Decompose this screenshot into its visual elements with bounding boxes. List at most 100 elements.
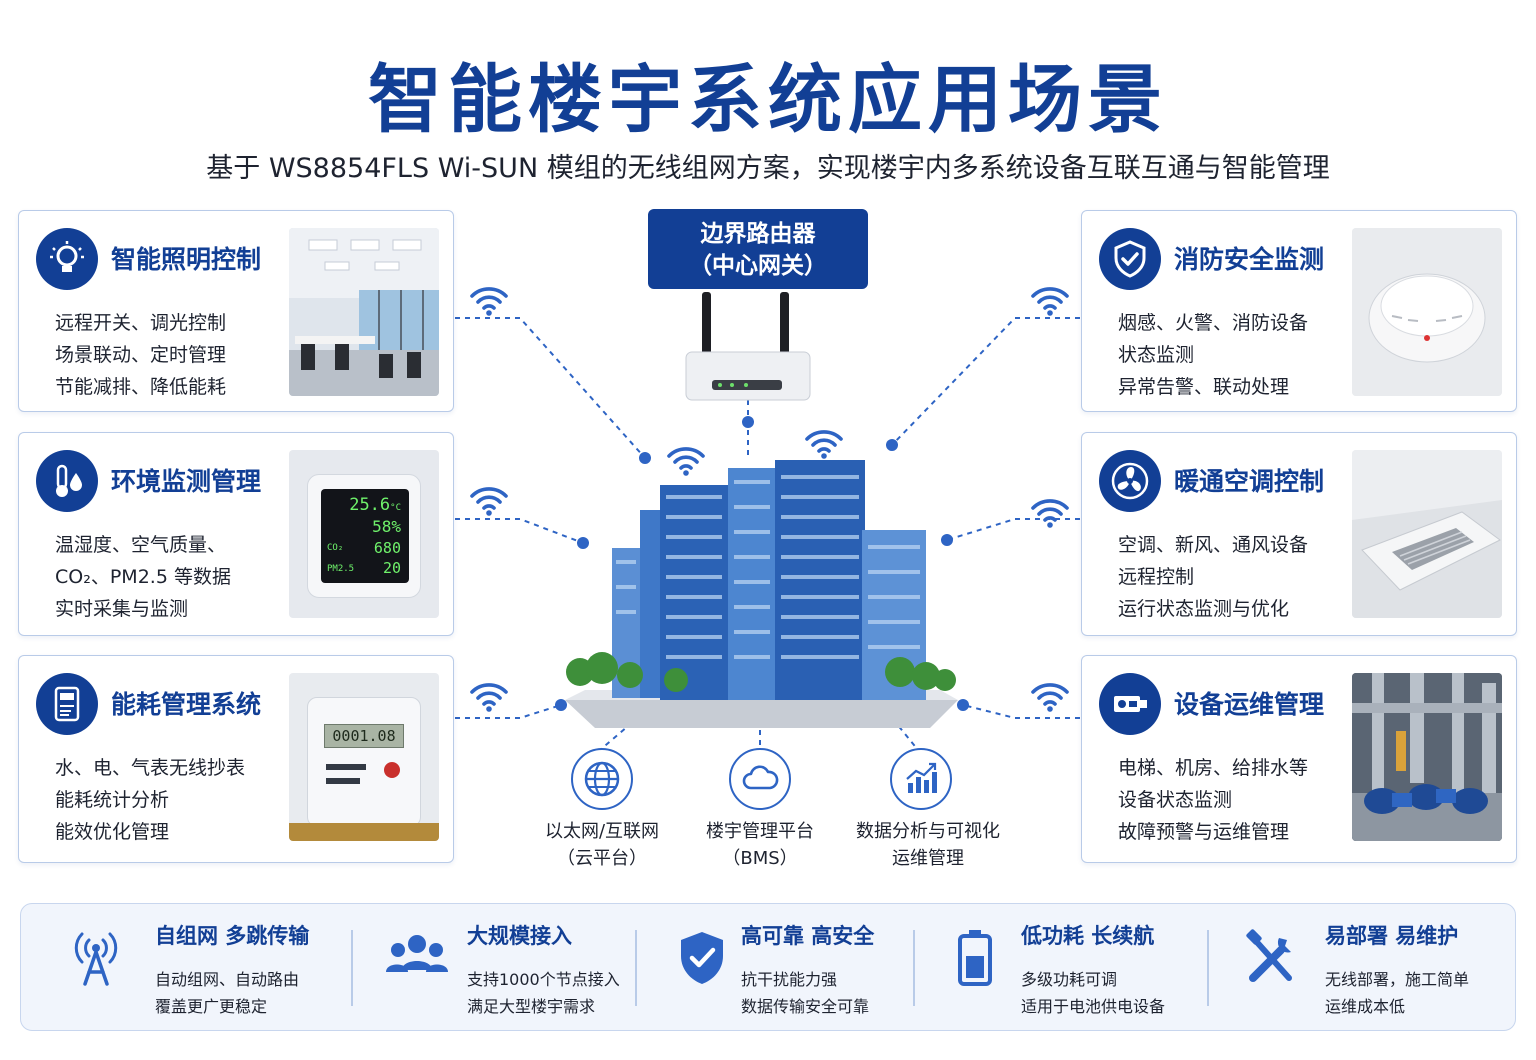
card-title: 环境监测管理 — [111, 467, 262, 496]
shield-check-icon — [1099, 228, 1161, 290]
card-line: 能耗统计分析 — [55, 789, 170, 811]
feature-easy-deploy: 易部署 易维护 无线部署，施工简单 运维成本低 — [1209, 904, 1515, 1032]
feature-divider — [1207, 930, 1209, 1006]
sensor-co2: 680 — [373, 539, 401, 557]
card-line: 状态监测 — [1118, 344, 1195, 366]
card-smart-lighting: 智能照明控制 远程开关、调光控制 场景联动、定时管理 节能减排、降低能耗 — [18, 210, 454, 412]
card-line: 节能减排、降低能耗 — [55, 376, 227, 398]
feature-line: 覆盖更广更稳定 — [155, 997, 268, 1016]
platform-label: 楼宇管理平台 （BMS） — [680, 818, 840, 872]
smoke-detector-photo — [1352, 228, 1502, 396]
feature-title: 高可靠 高安全 — [741, 924, 875, 948]
feature-line: 适用于电池供电设备 — [1021, 997, 1166, 1016]
globe-icon — [571, 748, 633, 810]
card-line: 实时采集与监测 — [55, 598, 189, 620]
feature-line: 多级功耗可调 — [1021, 970, 1118, 989]
users-icon — [385, 928, 448, 988]
building-illustration — [565, 460, 958, 728]
card-energy-management: 能耗管理系统 水、电、气表无线抄表 能耗统计分析 能效优化管理 0001.08 — [18, 655, 454, 863]
card-equipment-maintenance: 设备运维管理 电梯、机房、给排水等 设备状态监测 故障预警与运维管理 — [1081, 655, 1517, 863]
platform-label: 数据分析与可视化 运维管理 — [836, 818, 1020, 872]
card-line: 故障预警与运维管理 — [1118, 821, 1290, 843]
platform-line: （云平台） — [557, 848, 647, 869]
card-line: 水、电、气表无线抄表 — [55, 757, 246, 779]
feature-line: 自动组网、自动路由 — [155, 970, 300, 989]
office-photo — [289, 228, 439, 396]
feature-line: 运维成本低 — [1325, 997, 1406, 1016]
antenna-tower-icon — [67, 928, 125, 988]
feature-title: 低功耗 长续航 — [1021, 924, 1155, 948]
platform-line: 以太网/互联网 — [544, 821, 660, 842]
platform-line: （BMS） — [722, 848, 798, 869]
sensor-device: 25.6°C 58% CO₂ 680 PM2.5 20 — [307, 474, 421, 598]
feature-title: 大规模接入 — [467, 924, 572, 948]
card-hvac-control: 暖通空调控制 空调、新风、通风设备 远程控制 运行状态监测与优化 — [1081, 432, 1517, 636]
card-line: 电梯、机房、给排水等 — [1118, 757, 1309, 779]
card-fire-safety: 消防安全监测 烟感、火警、消防设备 状态监测 异常告警、联动处理 — [1081, 210, 1517, 412]
card-environment-monitoring: 环境监测管理 温湿度、空气质量、 CO₂、PM2.5 等数据 实时采集与监测 2… — [18, 432, 454, 636]
tools-icon — [1243, 928, 1301, 988]
router-title: 边界路由器 — [700, 221, 816, 247]
network-diagram — [455, 287, 1080, 751]
feature-line: 数据传输安全可靠 — [741, 997, 870, 1016]
shield-check-icon — [673, 928, 731, 988]
card-line: 空调、新风、通风设备 — [1118, 534, 1309, 556]
card-line: 温湿度、空气质量、 — [55, 534, 227, 556]
feature-line: 满足大型楼宇需求 — [467, 997, 596, 1016]
feature-divider — [913, 930, 915, 1006]
feature-bar: 自组网 多跳传输 自动组网、自动路由 覆盖更广更稳定 大规模接入 支持1000个… — [20, 903, 1516, 1031]
feature-low-power: 低功耗 长续航 多级功耗可调 适用于电池供电设备 — [915, 904, 1205, 1032]
page-subtitle: 基于 WS8854FLS Wi-SUN 模组的无线组网方案，实现楼宇内多系统设备… — [206, 153, 1330, 184]
platform-line: 运维管理 — [892, 848, 964, 869]
feature-title: 自组网 多跳传输 — [155, 924, 310, 948]
platform-label: 以太网/互联网 （云平台） — [522, 818, 682, 872]
equipment-icon — [1099, 673, 1161, 735]
router-device-icon — [685, 292, 811, 401]
feature-title: 易部署 易维护 — [1325, 924, 1459, 948]
pump-room-photo — [1352, 673, 1502, 841]
sensor-screen: 25.6°C 58% CO₂ 680 PM2.5 20 — [321, 489, 409, 583]
meter-icon — [36, 673, 98, 735]
lightbulb-icon — [36, 228, 98, 290]
meter-device: 0001.08 — [307, 697, 421, 827]
sensor-temp-unit: °C — [390, 503, 401, 513]
card-title: 能耗管理系统 — [111, 690, 262, 719]
thermometer-drop-icon — [36, 450, 98, 512]
battery-icon — [955, 928, 1013, 988]
feature-self-organizing: 自组网 多跳传输 自动组网、自动路由 覆盖更广更稳定 — [21, 904, 351, 1032]
feature-line: 支持1000个节点接入 — [467, 970, 620, 989]
ceiling-ac-photo — [1352, 450, 1502, 618]
card-line: 场景联动、定时管理 — [55, 344, 227, 366]
sensor-pm-label: PM2.5 — [327, 564, 355, 574]
card-title: 设备运维管理 — [1174, 690, 1325, 719]
sensor-humidity: 58% — [372, 517, 401, 536]
env-sensor-photo: 25.6°C 58% CO₂ 680 PM2.5 20 — [289, 450, 439, 618]
router-subtitle: （中心网关） — [689, 253, 827, 279]
card-line: 能效优化管理 — [55, 821, 170, 843]
card-title: 智能照明控制 — [111, 245, 262, 274]
feature-large-scale: 大规模接入 支持1000个节点接入 满足大型楼宇需求 — [353, 904, 635, 1032]
card-line: 异常告警、联动处理 — [1118, 376, 1290, 398]
card-title: 消防安全监测 — [1174, 245, 1325, 274]
analytics-chart-icon — [890, 748, 952, 810]
platform-line: 楼宇管理平台 — [706, 821, 814, 842]
feature-line: 无线部署，施工简单 — [1325, 970, 1470, 989]
water-meter-photo: 0001.08 — [289, 673, 439, 841]
card-line: 烟感、火警、消防设备 — [1118, 312, 1309, 334]
cloud-icon — [729, 748, 791, 810]
feature-reliable-secure: 高可靠 高安全 抗干扰能力强 数据传输安全可靠 — [637, 904, 913, 1032]
feature-divider — [635, 930, 637, 1006]
card-line: CO₂、PM2.5 等数据 — [55, 566, 231, 588]
platform-line: 数据分析与可视化 — [856, 821, 1000, 842]
card-line: 远程控制 — [1118, 566, 1195, 588]
feature-line: 抗干扰能力强 — [741, 970, 838, 989]
feature-divider — [351, 930, 353, 1006]
card-line: 远程开关、调光控制 — [55, 312, 227, 334]
fan-icon — [1099, 450, 1161, 512]
card-title: 暖通空调控制 — [1174, 467, 1325, 496]
sensor-pm: 20 — [382, 559, 401, 577]
page-title: 智能楼宇系统应用场景 — [368, 57, 1168, 143]
card-line: 设备状态监测 — [1118, 789, 1233, 811]
meter-screen: 0001.08 — [324, 724, 404, 748]
border-router-label: 边界路由器 （中心网关） — [648, 209, 868, 289]
